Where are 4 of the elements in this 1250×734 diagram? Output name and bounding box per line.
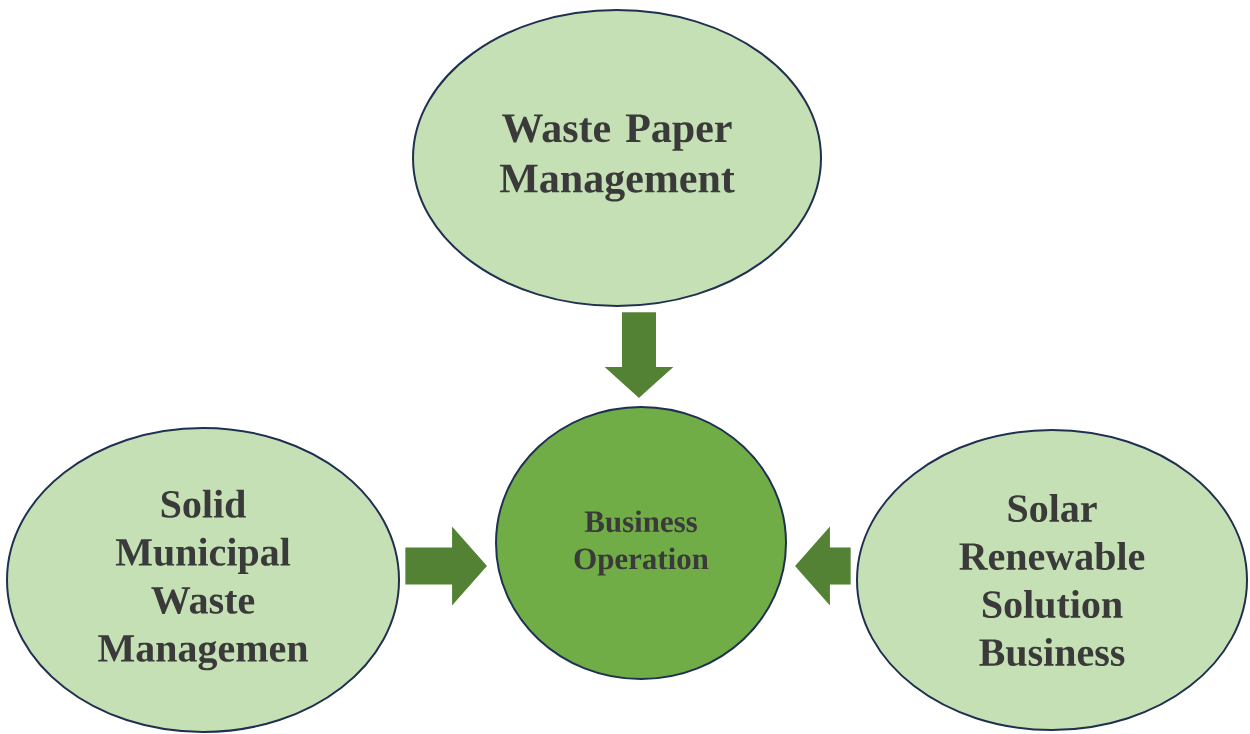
ellipse-node: Solid Municipal Waste Managemen <box>6 427 400 733</box>
ellipse-node: Waste Paper Management <box>412 9 822 307</box>
ellipse-node: Solar Renewable Solution Business <box>856 429 1248 731</box>
ellipse-node: Business Operation <box>495 406 787 680</box>
